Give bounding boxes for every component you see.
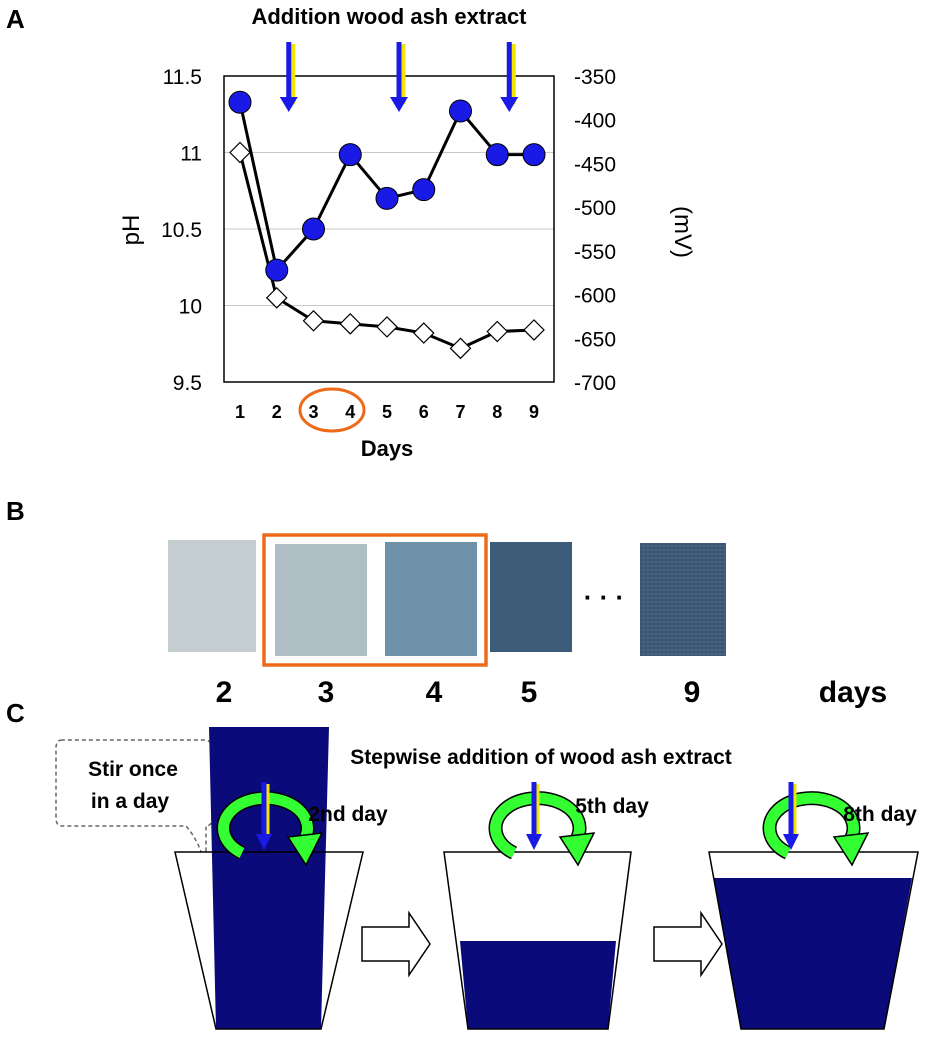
swatch-panel: · · · 2 3 4 5 9 days [168,533,887,709]
swatch-unit-label: days [819,676,887,709]
vessel-outline [443,851,632,1030]
swatch-label-day-2: 2 [216,676,233,709]
point-circle [485,143,509,167]
swatch-day-2 [168,540,256,652]
point-circle [265,258,289,282]
point-diamond [449,337,472,360]
stir-arrow-3 [762,791,870,867]
stir-arrow-2 [488,791,596,867]
x-tick: 3 [308,402,318,422]
y-tick-right: -550 [574,241,616,264]
y-tick-right: -450 [574,153,616,176]
stir-arrow-1 [216,791,324,867]
chart-panel: Addition wood ash extract 11.5 11 10.5 10 9.… [118,4,696,461]
point-diamond [376,316,398,338]
process-arrow-2 [653,910,723,978]
x-tick: 9 [529,402,539,422]
point-circle [449,99,472,123]
chart-title: Addition wood ash extract [251,4,527,29]
vessel-liquid [209,727,329,1029]
plot-frame [223,75,555,383]
vessel-liquid [460,941,616,1029]
series-line-circle [238,101,534,274]
add-arrow-3 [783,782,799,850]
vessel-liquid [714,878,912,1029]
y-tick-left: 11 [180,143,202,166]
point-diamond [523,319,545,341]
addition-arrow [279,42,298,112]
swatch-day-5 [490,542,572,652]
x-tick: 5 [382,402,392,422]
point-diamond [486,320,509,343]
y-tick-right: -500 [574,197,616,220]
x-tick: 7 [455,402,465,422]
y-tick-right: -400 [574,110,616,133]
y-tick-right: -600 [574,285,616,308]
point-diamond [302,309,325,332]
y-tick-left: 9.5 [173,372,202,395]
stir-callout: Stir once in a day [55,739,213,869]
chart-gridlines [224,75,554,383]
point-circle [228,90,252,114]
point-circle [338,143,362,167]
swatch-label-day-5: 5 [521,676,538,709]
y-tick-right: -700 [574,372,616,395]
swatch-highlight-box [262,533,488,667]
x-axis-ticks: 1 2 3 4 5 6 7 8 9 [235,402,539,422]
y-tick-left: 10.5 [161,219,202,242]
y-tick-left: 11.5 [163,66,202,89]
x-axis-label: Days [361,436,414,461]
callout-line-2: in a day [91,790,170,813]
process-arrow-1 [361,910,431,978]
point-diamond [229,141,251,164]
point-diamond [265,287,288,309]
y-tick-right: -650 [574,328,616,351]
x-tick: 8 [492,402,502,422]
step-label-8th-day: 8th day [843,803,917,826]
point-circle [522,143,546,167]
x-tick: 6 [419,402,429,422]
addition-arrow [390,42,408,112]
chart-series [228,90,546,360]
diagram-panel: Stepwise addition of wood ash extract St… [55,727,919,1030]
x-tick: 1 [235,402,245,422]
y-axis-label-right: (mV) [669,206,696,258]
diagram-title: Stepwise addition of wood ash extract [350,746,732,769]
x-tick: 4 [345,402,355,422]
panel-label-b: B [6,496,25,526]
swatch-label-day-3: 3 [318,676,335,709]
swatch-label-day-4: 4 [426,676,443,709]
swatch-day-3 [275,544,367,656]
add-arrow-2 [526,782,542,850]
swatch-day-9-texture [641,544,725,655]
y-tick-left: 10 [179,296,202,319]
step-label-2nd-day: 2nd day [308,803,388,826]
right-axis-ticks: -350 -400 -450 -500 -550 -600 -650 -700 [574,66,616,395]
addition-arrows [279,42,519,112]
point-circle [375,186,399,210]
left-axis-ticks: 11.5 11 10.5 10 9.5 [161,66,202,395]
vessel-day-5 [443,851,632,1030]
vessel-day-8 [708,851,919,1030]
highlight-ellipse [298,387,366,433]
swatch-ellipsis: · · · [584,582,624,612]
point-diamond [339,313,362,335]
addition-arrow [500,42,519,112]
swatch-day-9 [640,543,726,656]
y-tick-right: -350 [574,66,616,89]
point-circle [412,178,436,202]
swatch-day-4 [385,542,477,656]
y-axis-label-left: pH [118,215,145,246]
x-tick: 2 [272,402,282,422]
point-diamond [412,322,435,344]
add-arrow-1 [256,782,272,850]
panel-label-a: A [6,4,25,34]
point-circle [302,217,325,241]
callout-line-1: Stir once [88,758,178,781]
panel-label-c: C [6,698,25,728]
step-label-5th-day: 5th day [575,795,649,818]
swatch-label-day-9: 9 [684,676,701,709]
